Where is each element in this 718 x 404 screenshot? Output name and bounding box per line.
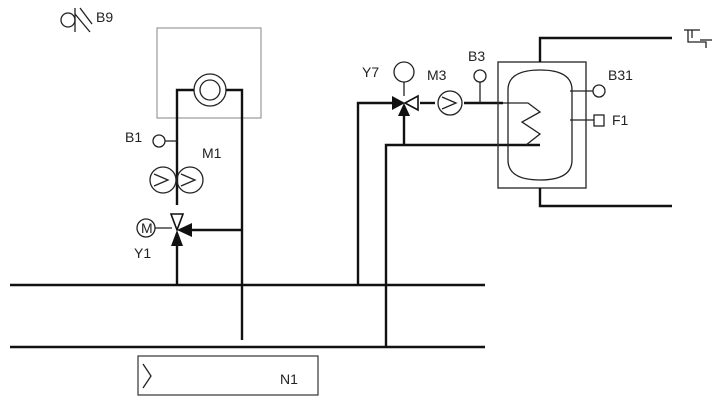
sensor-icon [570,84,606,98]
sensor-icon [152,134,177,148]
label-m1: M1 [202,145,222,161]
boiler-frame [156,27,262,119]
label-b9: B9 [96,9,113,25]
thermostat-icon [570,114,605,127]
pump-icon [437,90,463,116]
label-m-motor: M [141,220,153,236]
dhw-circuit-pipes [356,101,540,347]
label-n1: N1 [280,371,298,387]
three-way-valve-icon [392,61,419,116]
label-f1: F1 [612,112,629,128]
boiler-icon [193,73,227,107]
twin-pump-icon [149,166,204,194]
sensor-icon [473,69,487,103]
label-b3: B3 [468,48,485,64]
motor-icon [136,218,172,238]
outdoor-sensor-icon [60,7,93,33]
controller-icon [137,355,319,396]
boiler-circuit-pipes [175,88,244,340]
cold-water-pipe [538,188,672,208]
label-y7: Y7 [362,64,379,80]
label-b31: B31 [608,67,633,83]
heat-exchanger-coil-icon [503,102,542,146]
label-y1: Y1 [134,245,151,261]
three-way-valve-icon [169,213,192,246]
label-b1: B1 [125,129,142,145]
tank-icon [497,61,587,189]
tap-icon [684,29,712,48]
hot-water-pipe [538,36,672,62]
label-m3: M3 [427,67,447,83]
